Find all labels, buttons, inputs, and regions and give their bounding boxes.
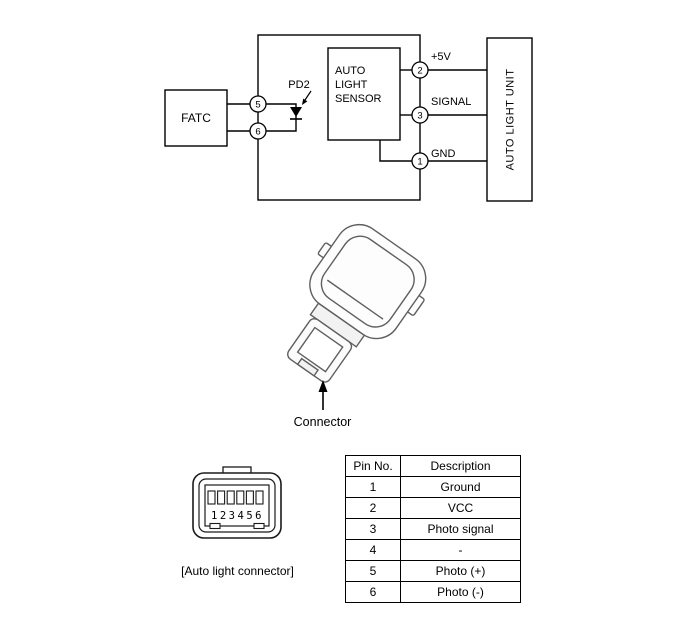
- connector-pin-slots: [207, 490, 264, 505]
- pin-circle-5: [249, 95, 267, 113]
- sensor-label-line2: LIGHT: [335, 79, 368, 91]
- pin-cell: 4: [345, 539, 401, 561]
- sensor-head-inner: [320, 235, 415, 328]
- sensor-module-outline: [257, 34, 421, 201]
- connector-label: Connector: [293, 415, 352, 429]
- table-row: 3 Photo signal: [345, 518, 521, 540]
- auto-light-connector-face: 123456: [192, 466, 282, 539]
- auto-light-unit-box: [486, 37, 533, 202]
- wire-sensor-pin1: [379, 140, 412, 162]
- sensor-plug-latch: [296, 357, 320, 377]
- fatc-box: [164, 89, 228, 147]
- pin-table-header-desc: Description: [400, 455, 521, 477]
- pin-number-2: 2: [417, 66, 422, 77]
- pin-cell: 2: [345, 497, 401, 519]
- pin-table-header-row: Pin No. Description: [345, 455, 521, 477]
- auto-light-connector-caption: [Auto light connector]: [181, 564, 294, 578]
- sensor-label-line1: AUTO: [335, 65, 366, 77]
- sensor-plug-opening: [296, 326, 344, 373]
- table-row: 4 -: [345, 539, 521, 561]
- table-row: 1 Ground: [345, 476, 521, 498]
- pin-circle-6: [249, 122, 267, 140]
- desc-cell: Ground: [400, 476, 521, 498]
- pin-number-3: 3: [417, 111, 422, 122]
- desc-cell: VCC: [400, 497, 521, 519]
- desc-cell: -: [400, 539, 521, 561]
- desc-cell: Photo (+): [400, 560, 521, 582]
- table-row: 6 Photo (-): [345, 581, 521, 603]
- label-signal: SIGNAL: [431, 96, 471, 108]
- pin-circle-2: [411, 61, 429, 79]
- label-gnd: GND: [431, 148, 456, 160]
- pin-cell: 3: [345, 518, 401, 540]
- light-arrow-icon: [302, 98, 308, 105]
- circuit-diagram: FATC PD2 AUTO LIGHT SENSOR 5 6 2 3 1 +5V…: [164, 34, 533, 202]
- pin-circle-1: [411, 152, 429, 170]
- connector-pin-digits: 123456: [211, 510, 264, 522]
- desc-cell: Photo (-): [400, 581, 521, 603]
- pin-circle-3: [411, 106, 429, 124]
- label-5v: +5V: [431, 51, 452, 63]
- pin-table-header-pin: Pin No.: [345, 455, 401, 477]
- auto-light-sensor-box: [327, 47, 401, 141]
- desc-cell: Photo signal: [400, 518, 521, 540]
- pin-cell: 6: [345, 581, 401, 603]
- pin-cell: 5: [345, 560, 401, 582]
- connector-face-notch-left: [209, 522, 221, 530]
- table-row: 5 Photo (+): [345, 560, 521, 582]
- pin-table: Pin No. Description 1 Ground 2 VCC 3 Pho…: [345, 455, 521, 603]
- sensor-illustration: [287, 223, 427, 410]
- connector-face-notch-right: [253, 522, 265, 530]
- pin-cell: 1: [345, 476, 401, 498]
- pin-number-6: 6: [255, 127, 260, 138]
- connector-arrow-icon: [318, 380, 328, 410]
- pin-number-5: 5: [255, 100, 260, 111]
- fatc-label: FATC: [181, 111, 211, 125]
- photodiode-symbol: [290, 90, 312, 120]
- pd2-label: PD2: [288, 79, 309, 91]
- wire-photodiode-loop: [266, 103, 297, 132]
- sensor-label-line3: SENSOR: [335, 93, 382, 105]
- table-row: 2 VCC: [345, 497, 521, 519]
- auto-light-unit-label: AUTO LIGHT UNIT: [505, 69, 517, 171]
- pin-number-1: 1: [417, 157, 422, 168]
